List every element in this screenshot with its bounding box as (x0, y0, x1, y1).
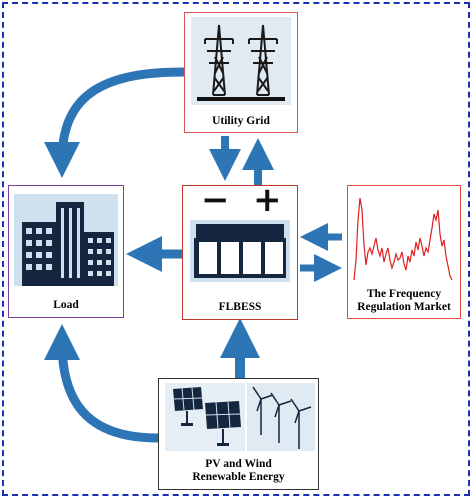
transmission-tower-icon (191, 17, 291, 105)
flbess-node: − + FLBESS (182, 180, 298, 320)
arrow-grid-to-load (44, 67, 185, 178)
flbess-plus-symbol: + (253, 180, 282, 220)
renewables-label: PV and Wind Renewable Energy (159, 458, 318, 484)
battery-icon (190, 220, 290, 282)
flbess-minus-symbol: − (201, 180, 230, 220)
utility-grid-node: Utility Grid (184, 12, 298, 133)
solar-panel-icon (165, 383, 245, 451)
system-boundary-frame (2, 2, 470, 496)
market-label-line1: The Frequency (366, 288, 442, 300)
buildings-icon (14, 194, 118, 286)
frequency-signal-icon (353, 197, 453, 281)
wind-turbine-icon (247, 383, 315, 451)
renewables-label-line2: Renewable Energy (192, 471, 285, 483)
renewables-node: PV and Wind Renewable Energy (158, 378, 319, 490)
market-node: The Frequency Regulation Market (347, 185, 461, 319)
renewables-label-line1: PV and Wind (205, 458, 272, 470)
arrow-renewables-to-load (44, 324, 159, 443)
flbess-label: FLBESS (218, 301, 262, 313)
utility-grid-label: Utility Grid (212, 115, 270, 127)
market-label-line2: Regulation Market (357, 301, 451, 313)
market-label: The Frequency Regulation Market (348, 288, 460, 314)
load-label: Load (53, 299, 79, 311)
load-node: Load (8, 185, 124, 318)
